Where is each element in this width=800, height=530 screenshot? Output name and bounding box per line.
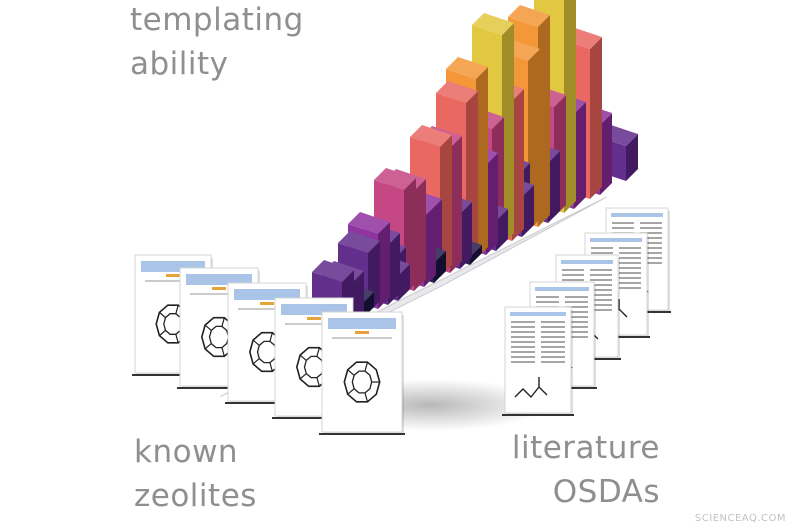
label-line: templating <box>130 2 304 38</box>
osda-card <box>502 306 574 416</box>
label-line: OSDAs <box>552 474 660 510</box>
zeolite-framework-cage-icon <box>343 361 381 403</box>
osda-document-cards <box>502 207 671 416</box>
histogram-bars <box>260 0 638 355</box>
known-zeolites-label: known zeolites <box>134 430 257 518</box>
label-line: literature <box>511 430 660 466</box>
zeolite-framework-cage-icon <box>200 316 238 358</box>
templating-ability-label: templating ability <box>130 0 304 86</box>
watermark: SCIENCEAQ.COM <box>694 513 786 524</box>
osda-molecule-document-icon <box>510 312 566 399</box>
literature-osdas-label: literature OSDAs <box>512 426 660 514</box>
zeolite-framework-cards <box>132 254 405 435</box>
zeolite-card <box>319 311 405 435</box>
label-line: zeolites <box>134 478 257 514</box>
label-line: known <box>134 434 239 470</box>
label-line: ability <box>130 46 229 82</box>
